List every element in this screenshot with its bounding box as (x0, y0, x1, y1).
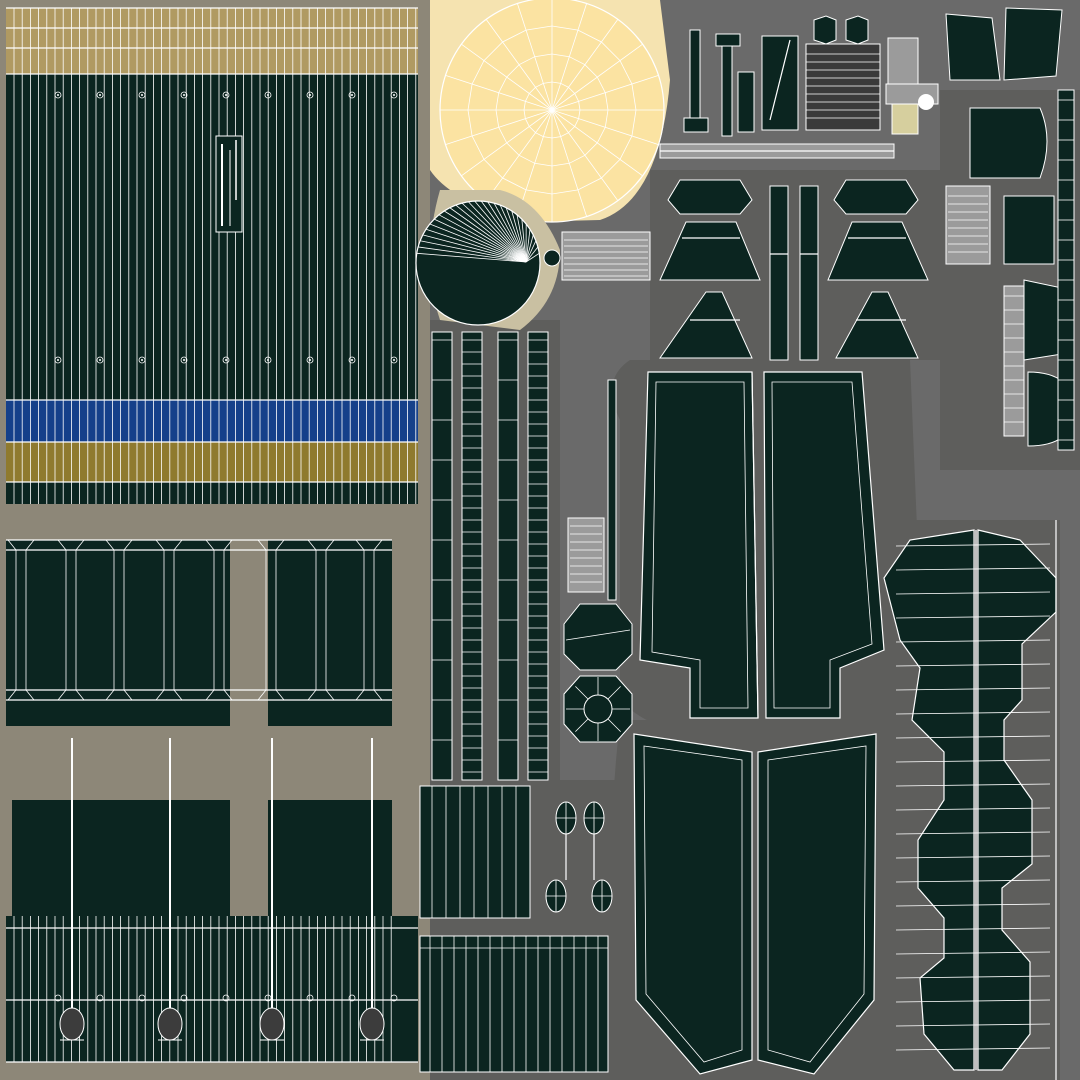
main-body-shell (0, 0, 430, 1080)
olive-band (6, 442, 418, 482)
antenna-rods (59, 738, 385, 1041)
pod-panels (659, 179, 991, 361)
hardware-parts (659, 15, 939, 159)
lower-panels (633, 733, 877, 1075)
cylinder-strips (419, 331, 633, 1073)
blue-band (6, 400, 418, 442)
fan-disc (415, 190, 651, 330)
sphere-dome (430, 0, 670, 223)
tan-band-top (6, 8, 418, 74)
rivet-dots (54, 91, 398, 1002)
large-fins (639, 371, 885, 719)
label-plate (215, 135, 243, 233)
side-plates (945, 7, 1075, 451)
zigzag-strip (883, 520, 1057, 1080)
